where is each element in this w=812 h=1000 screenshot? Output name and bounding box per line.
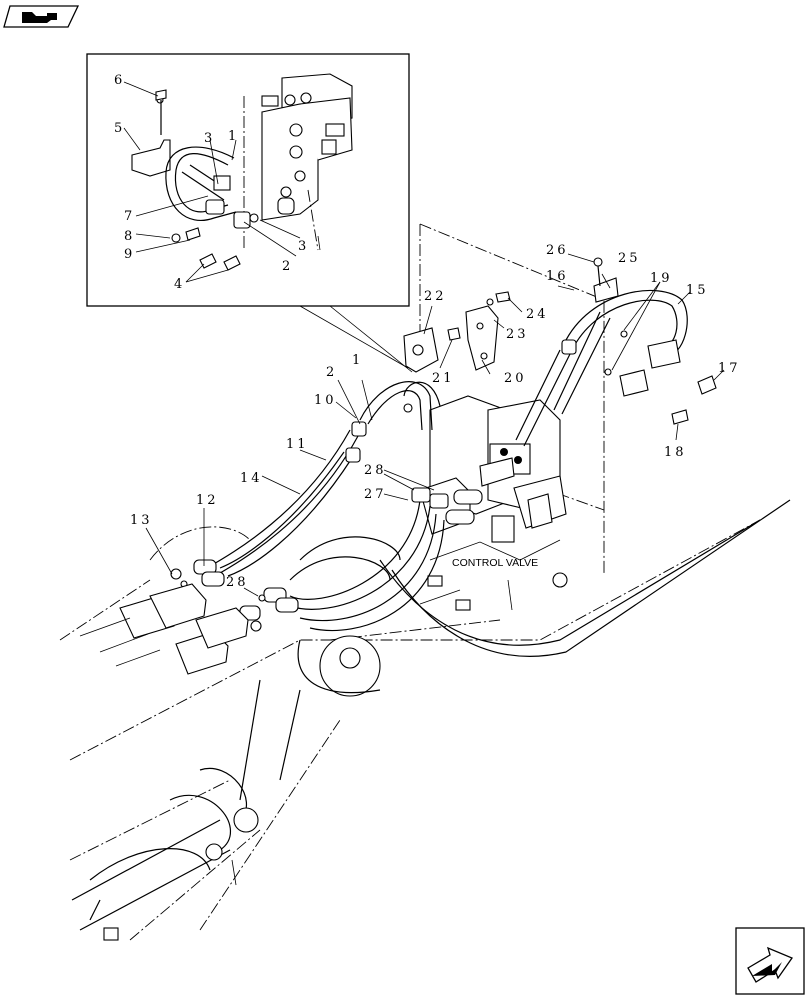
callout-4: 4 [174,277,185,292]
callout-13: 13 [130,513,153,528]
callout-28-left: 28 [226,575,249,590]
callout-2-main: 2 [326,365,337,380]
callout-22: 22 [424,289,447,304]
callout-3-inset: 3 [298,239,309,254]
callout-7: 7 [124,209,135,224]
control-valve-assembly [419,395,568,611]
callout-9: 9 [124,247,135,262]
callout-11: 11 [286,437,309,452]
callout-16: 16 [546,269,569,284]
callout-6: 6 [114,73,125,88]
callout-20: 20 [504,371,527,386]
callout-23: 23 [506,327,529,342]
control-valve-label: CONTROL VALVE [452,557,538,569]
callout-24: 24 [526,307,549,322]
callout-26: 26 [546,243,569,258]
callout-27: 27 [364,487,387,502]
callout-28-main: 28 [364,463,387,478]
callout-15: 15 [686,283,709,298]
brackets-20-22 [403,291,511,373]
callout-8: 8 [124,229,135,244]
leader-lines [123,81,725,597]
callout-1-top: 1 [228,129,239,144]
hoses-main [199,381,449,632]
callout-5: 5 [114,121,125,136]
callout-labels: 6 5 3 1 7 8 9 4 2 3 1 2 10 11 12 13 14 2… [114,73,741,590]
callout-1-main: 1 [352,353,363,368]
callout-10: 10 [314,393,337,408]
callout-17: 17 [718,361,741,376]
callout-21: 21 [432,371,455,386]
frame-outline [59,499,791,941]
pipes-15-16 [515,257,717,447]
callout-25: 25 [618,251,641,266]
couplers-left [79,559,299,675]
detail-inset [86,53,413,373]
next-arrow-icon[interactable] [735,927,805,995]
callout-14: 14 [240,471,263,486]
callout-3-top: 3 [204,131,215,146]
callout-18: 18 [664,445,687,460]
callout-2-inset: 2 [282,259,293,274]
callout-19: 19 [650,271,673,286]
callout-12: 12 [196,493,219,508]
book-tractor-icon[interactable] [3,5,80,28]
